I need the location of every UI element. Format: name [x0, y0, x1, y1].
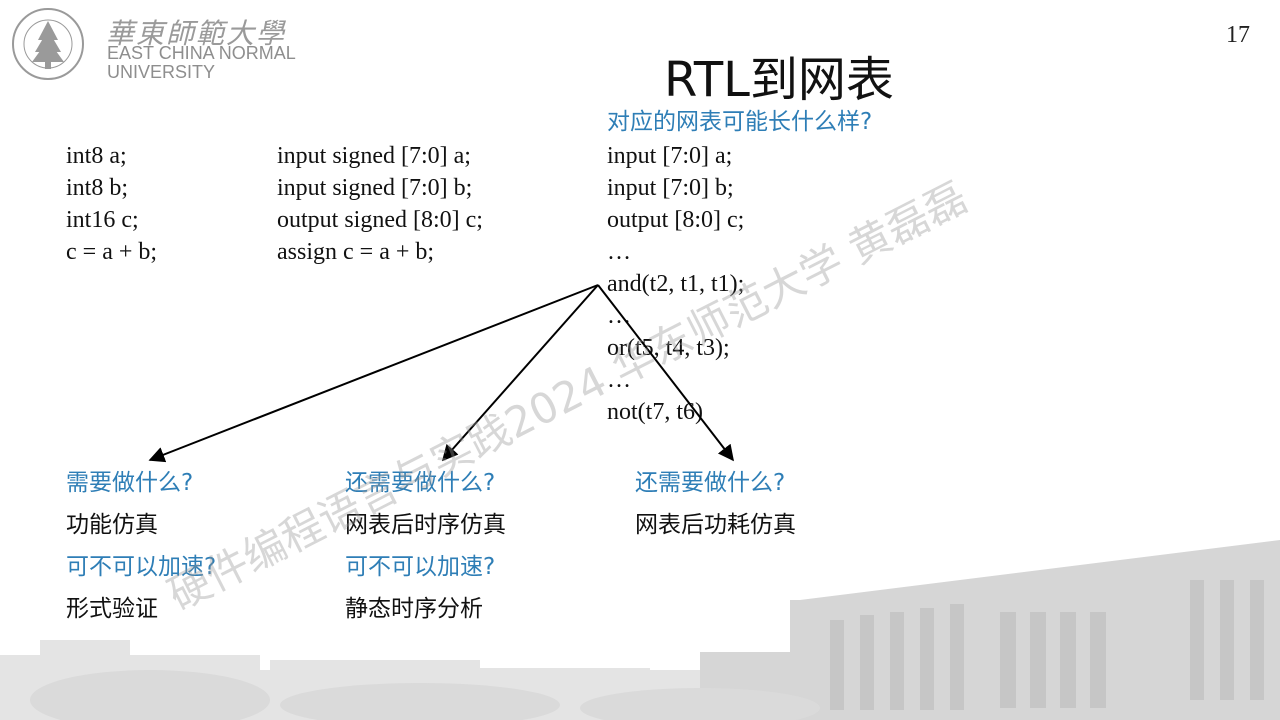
- code-line: int8 b;: [66, 172, 157, 204]
- answer-text: 功能仿真: [66, 504, 216, 546]
- question-text: 还需要做什么?: [345, 462, 506, 504]
- code-line: int8 a;: [66, 140, 157, 172]
- code-line: …: [607, 364, 744, 396]
- code-line: assign c = a + b;: [277, 236, 483, 268]
- code-line: …: [607, 236, 744, 268]
- code-line: int16 c;: [66, 204, 157, 236]
- code-column-systemverilog: int8 a; int8 b; int16 c; c = a + b;: [66, 140, 157, 268]
- logo-english-line1: EAST CHINA NORMAL: [107, 43, 296, 64]
- page-number: 17: [1226, 22, 1250, 49]
- code-column-rtl: input signed [7:0] a; input signed [7:0]…: [277, 140, 483, 268]
- code-line: input [7:0] b;: [607, 172, 744, 204]
- code-line: input signed [7:0] b;: [277, 172, 483, 204]
- question-text: 需要做什么?: [66, 462, 216, 504]
- university-seal-icon: [10, 6, 86, 82]
- code-line: output signed [8:0] c;: [277, 204, 483, 236]
- question-text: 可不可以加速?: [66, 546, 216, 588]
- code-line: c = a + b;: [66, 236, 157, 268]
- netlist-question: 对应的网表可能长什么样?: [607, 102, 872, 136]
- answer-text: 网表后时序仿真: [345, 504, 506, 546]
- question-text: 还需要做什么?: [635, 462, 796, 504]
- code-column-netlist: input [7:0] a; input [7:0] b; output [8:…: [607, 140, 744, 428]
- code-line: …: [607, 300, 744, 332]
- slide-title: RTL到网表: [664, 40, 894, 110]
- question-text: 可不可以加速?: [345, 546, 506, 588]
- bottom-column-1: 需要做什么? 功能仿真 可不可以加速? 形式验证: [66, 462, 216, 630]
- answer-text: 网表后功耗仿真: [635, 504, 796, 546]
- bottom-column-3: 还需要做什么? 网表后功耗仿真: [635, 462, 796, 546]
- code-line: input [7:0] a;: [607, 140, 744, 172]
- code-line: or(t5, t4, t3);: [607, 332, 744, 364]
- answer-text: 静态时序分析: [345, 588, 506, 630]
- bottom-column-2: 还需要做什么? 网表后时序仿真 可不可以加速? 静态时序分析: [345, 462, 506, 630]
- university-logo: 華東師範大學 EAST CHINA NORMAL UNIVERSITY: [10, 6, 300, 82]
- answer-text: 形式验证: [66, 588, 216, 630]
- code-line: and(t2, t1, t1);: [607, 268, 744, 300]
- logo-english-line2: UNIVERSITY: [107, 62, 215, 83]
- code-line: output [8:0] c;: [607, 204, 744, 236]
- code-line: input signed [7:0] a;: [277, 140, 483, 172]
- code-line: not(t7, t6): [607, 396, 744, 428]
